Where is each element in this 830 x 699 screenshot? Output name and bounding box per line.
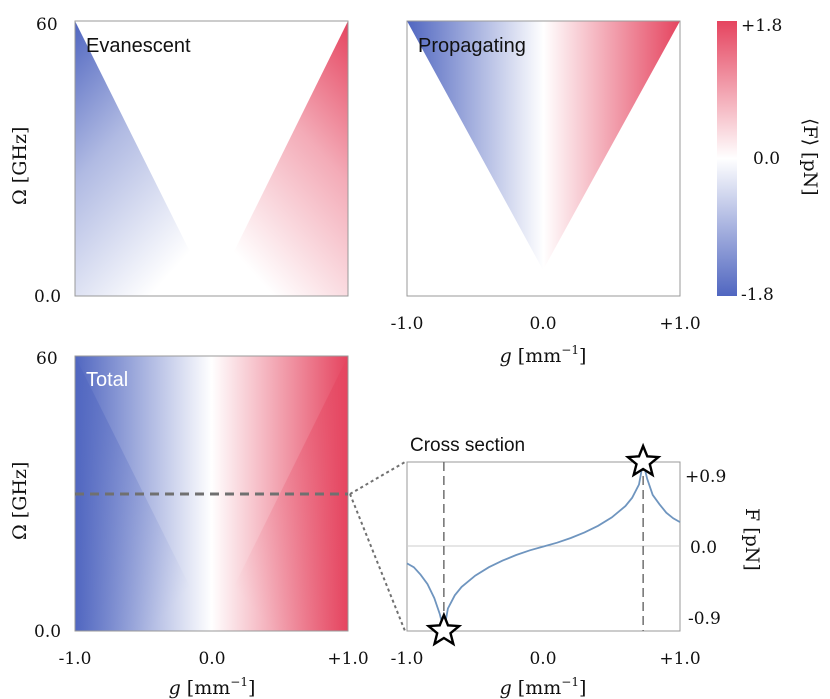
g-tick-right-top: +1.0	[659, 314, 700, 334]
extremum-star-1	[425, 611, 463, 647]
g-axis-label-top: g [mm−1]	[500, 343, 587, 367]
g-tick-left-cs: -1.0	[391, 649, 424, 669]
cross-section-marks	[406, 442, 681, 647]
colorbar: +1.8 0.0 -1.8 ⟨F⟩ [pN]	[717, 16, 821, 305]
omega-tick-bottom: 0.0	[34, 287, 61, 307]
colorbar-max-label: +1.8	[741, 16, 782, 36]
extremum-star-2	[624, 442, 662, 478]
colorbar-strip	[717, 21, 737, 296]
omega-axis-label: Ω [GHz]	[9, 127, 31, 205]
colorbar-min-label: -1.8	[741, 285, 774, 305]
omega-tick-top-2: 60	[36, 349, 58, 369]
total-right-wedge	[212, 356, 348, 631]
force-axis-label: F [pN]	[741, 508, 763, 571]
g-axis-label-bottom-left: g [mm−1]	[169, 675, 256, 699]
force-tick-bottom: -0.9	[688, 609, 721, 629]
g-tick-mid-cs: 0.0	[529, 649, 556, 669]
total-title: Total	[86, 369, 128, 391]
g-tick-left-top: -1.0	[391, 314, 424, 334]
evanescent-left-wedge	[75, 21, 212, 296]
cross-section-title: Cross section	[410, 435, 525, 456]
g-tick-left-bottom: -1.0	[59, 649, 92, 669]
propagating-frame	[406, 20, 681, 297]
colorbar-axis-label: ⟨F⟩ [pN]	[799, 118, 821, 196]
cross-section-panel: Cross section +0.9 0.0 -0.9 F [pN] -1.0 …	[391, 435, 763, 699]
evanescent-title: Evanescent	[86, 35, 191, 57]
propagating-title: Propagating	[418, 35, 526, 57]
force-tick-top: +0.9	[685, 467, 726, 487]
omega-axis-label-2: Ω [GHz]	[9, 462, 31, 540]
force-tick-mid: 0.0	[690, 538, 717, 558]
connector-bottom	[349, 493, 406, 632]
propagating-panel: Propagating -1.0 0.0 +1.0 g [mm−1]	[391, 20, 701, 367]
g-tick-right-bottom: +1.0	[327, 649, 368, 669]
evanescent-right-wedge	[212, 21, 348, 296]
total-panel: Total 60 0.0 Ω [GHz] -1.0 0.0 +1.0 g [mm…	[9, 349, 369, 699]
colorbar-mid-label: 0.0	[753, 149, 780, 169]
g-axis-label-bottom-right: g [mm−1]	[500, 675, 587, 699]
evanescent-frame	[74, 20, 349, 297]
force-curve	[406, 461, 681, 632]
omega-tick-top: 60	[36, 15, 58, 35]
connector-top	[349, 461, 406, 495]
propagating-cone	[407, 21, 680, 270]
g-tick-mid-top: 0.0	[529, 314, 556, 334]
g-tick-mid-bottom: 0.0	[198, 649, 225, 669]
g-tick-right-cs: +1.0	[659, 649, 700, 669]
omega-tick-bottom-2: 0.0	[34, 622, 61, 642]
evanescent-panel: Evanescent 60 0.0 Ω [GHz]	[9, 15, 349, 307]
